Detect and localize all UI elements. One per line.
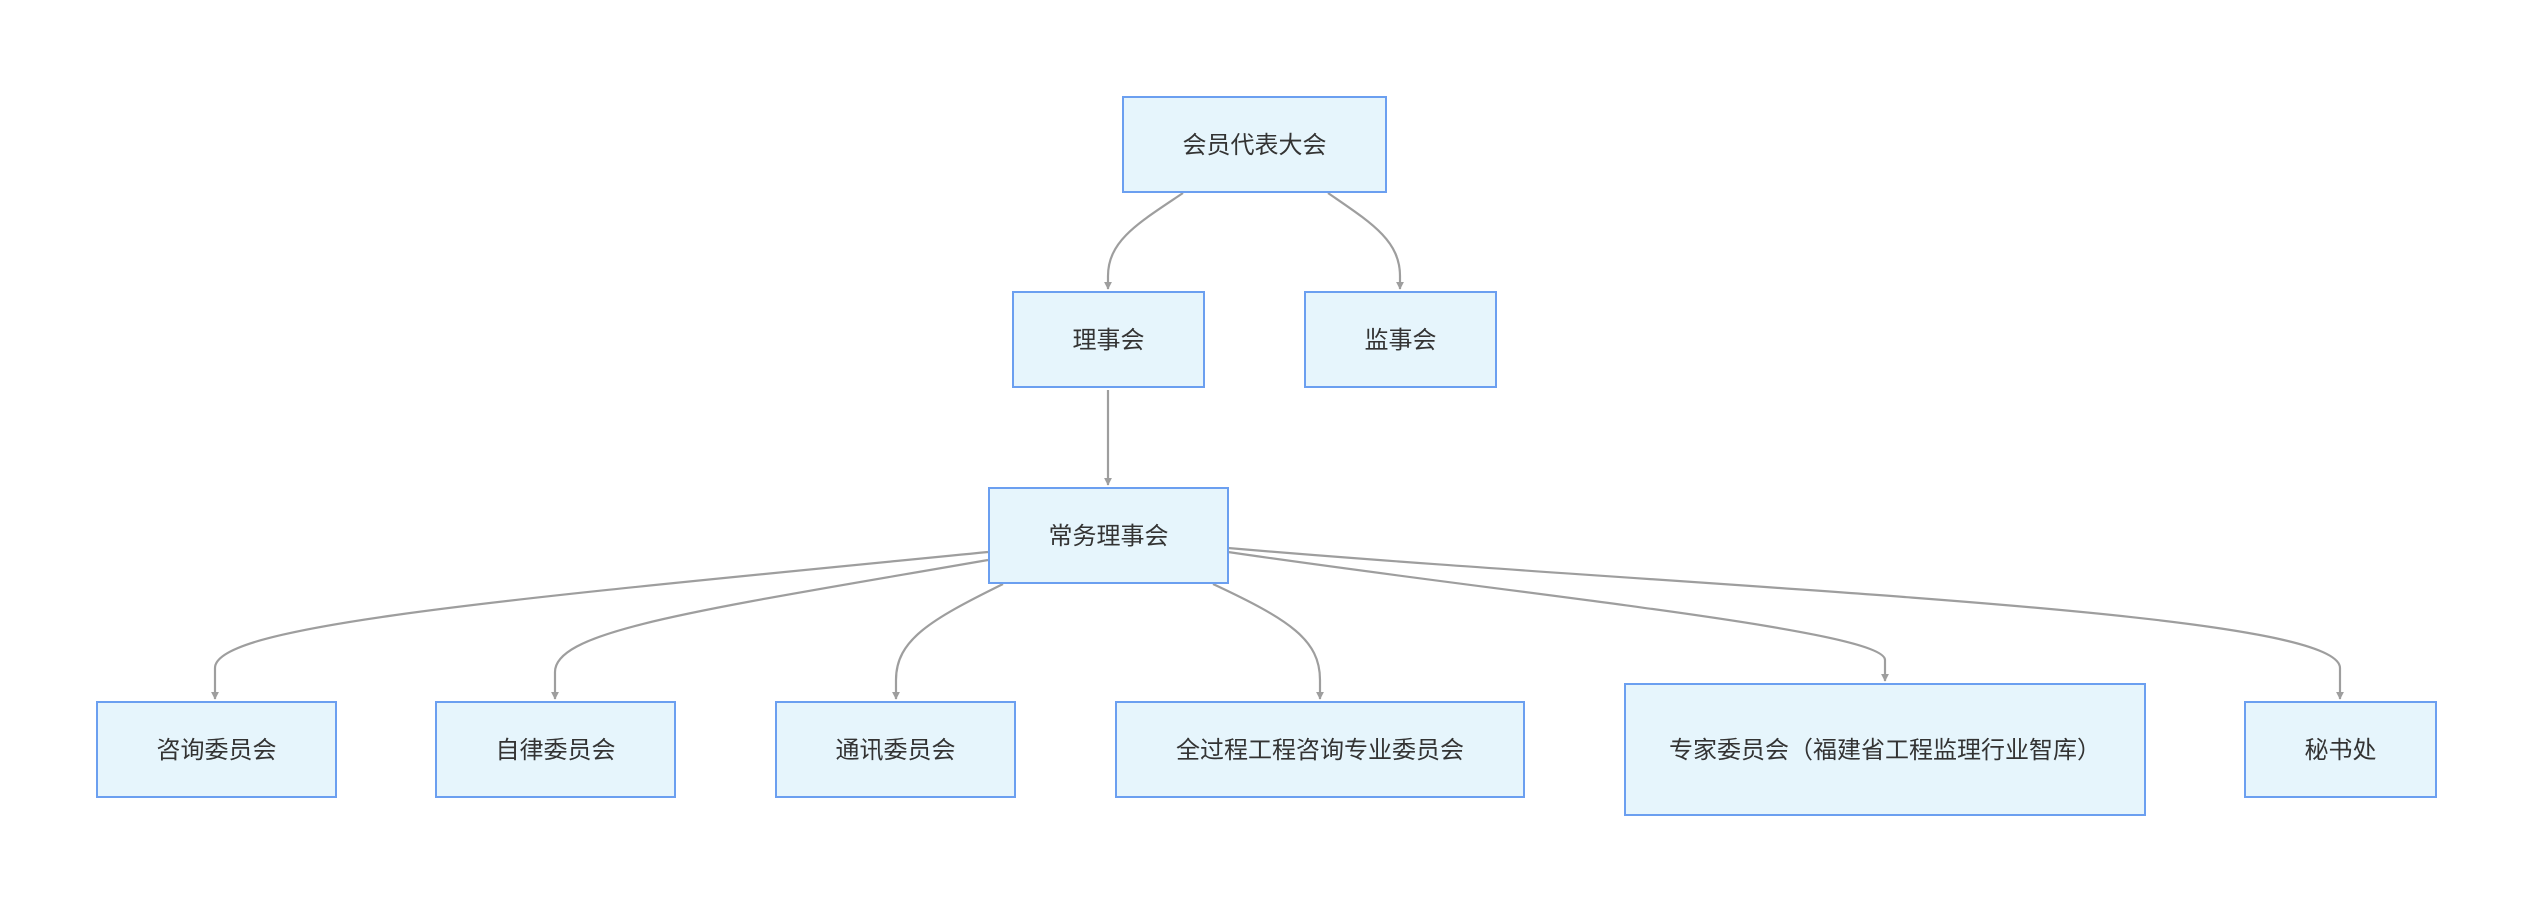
node-expert-committee[interactable]: 专家委员会（福建省工程监理行业智库） [1624, 683, 2146, 816]
node-label: 秘书处 [2304, 735, 2377, 764]
edge-assembly-to-supervisory [1327, 192, 1404, 290]
edge-standing-to-secretariat [1227, 546, 2344, 700]
edge-standing-to-consulting [211, 550, 989, 700]
node-label: 咨询委员会 [156, 735, 277, 764]
edge-standing-to-self-discipline [551, 558, 989, 700]
edge-assembly-to-council [1104, 192, 1184, 290]
node-secretariat[interactable]: 秘书处 [2244, 701, 2437, 798]
node-consulting-committee[interactable]: 咨询委员会 [96, 701, 337, 798]
node-self-discipline-committee[interactable]: 自律委员会 [435, 701, 676, 798]
node-label: 监事会 [1364, 325, 1437, 354]
edge-standing-to-whole-process [1212, 583, 1324, 700]
node-label: 会员代表大会 [1182, 130, 1327, 159]
node-supervisory-board[interactable]: 监事会 [1304, 291, 1497, 388]
node-label: 自律委员会 [495, 735, 616, 764]
edge-standing-to-communication [892, 583, 1004, 700]
node-label: 通讯委员会 [835, 735, 956, 764]
node-label: 常务理事会 [1048, 521, 1169, 550]
node-label: 专家委员会（福建省工程监理行业智库） [1669, 735, 2101, 764]
node-council[interactable]: 理事会 [1012, 291, 1205, 388]
node-whole-process-committee[interactable]: 全过程工程咨询专业委员会 [1115, 701, 1525, 798]
edge-standing-to-expert [1227, 550, 1889, 682]
node-standing-council[interactable]: 常务理事会 [988, 487, 1229, 584]
node-label: 理事会 [1072, 325, 1145, 354]
node-label: 全过程工程咨询专业委员会 [1176, 735, 1464, 764]
node-general-assembly[interactable]: 会员代表大会 [1122, 96, 1387, 193]
node-communication-committee[interactable]: 通讯委员会 [775, 701, 1016, 798]
